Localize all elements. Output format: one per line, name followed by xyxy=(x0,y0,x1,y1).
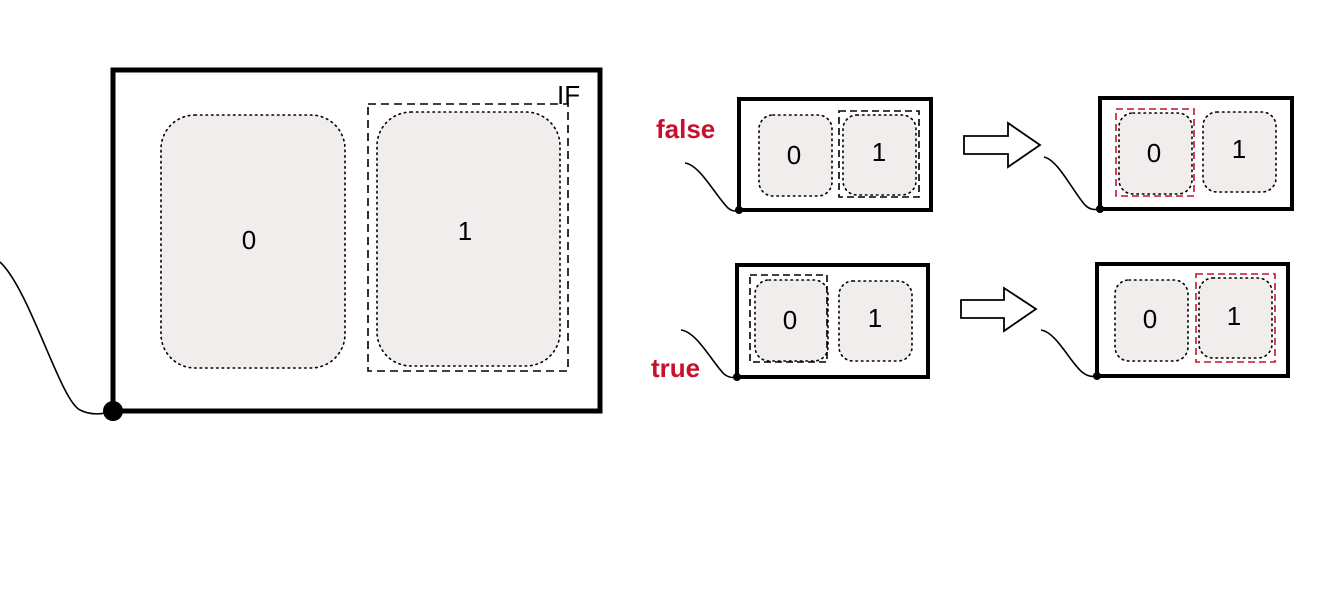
main-if-block: IF 0 1 xyxy=(0,67,603,421)
true-after-wire xyxy=(1040,329,1098,378)
false-before-slot-1 xyxy=(842,114,917,196)
main-slot-0 xyxy=(160,114,346,369)
false-before-selected-marker xyxy=(838,110,920,198)
true-before-slot-0 xyxy=(754,279,829,362)
false-after-selected-marker xyxy=(1115,108,1195,197)
right-arrow-icon xyxy=(963,121,1042,169)
main-selected-slot-marker xyxy=(367,103,569,372)
true-case-row: true 0 1 0 1 xyxy=(651,262,1290,383)
false-before-slot-0-label: 0 xyxy=(787,140,801,170)
false-after-slot-0-label: 0 xyxy=(1147,138,1161,168)
true-before-slot-1-label: 1 xyxy=(868,303,882,333)
false-after-slot-0 xyxy=(1118,112,1193,195)
false-after-slot-1-label: 1 xyxy=(1232,134,1246,164)
false-condition-label: false xyxy=(656,114,715,144)
main-slot-1 xyxy=(376,111,561,367)
false-before-slot-0 xyxy=(758,114,833,197)
main-slot-1-label: 1 xyxy=(458,216,472,246)
true-after-panel: 0 1 xyxy=(1040,262,1290,380)
main-input-wire xyxy=(0,261,114,415)
true-after-slot-1 xyxy=(1198,277,1273,359)
main-slot-0-label: 0 xyxy=(242,225,256,255)
true-after-selected-marker xyxy=(1195,273,1276,363)
true-before-slot-0-label: 0 xyxy=(783,305,797,335)
false-before-port xyxy=(735,206,743,214)
false-after-slot-1 xyxy=(1202,111,1277,193)
false-before-slot-1-label: 1 xyxy=(872,137,886,167)
false-after-panel: 0 1 xyxy=(1043,96,1294,213)
main-input-port xyxy=(103,401,123,421)
if-label: IF xyxy=(557,80,580,110)
false-case-row: false 0 1 0 1 xyxy=(656,96,1294,214)
true-before-slot-1 xyxy=(838,280,913,362)
true-after-port xyxy=(1093,372,1101,380)
false-before-wire xyxy=(684,162,740,212)
false-after-wire xyxy=(1043,156,1101,211)
false-after-port xyxy=(1096,205,1104,213)
true-condition-label: true xyxy=(651,353,700,383)
true-before-selected-marker xyxy=(749,274,828,363)
true-after-slot-1-label: 1 xyxy=(1227,301,1241,331)
false-before-panel: 0 1 xyxy=(684,97,933,214)
true-after-slot-0-label: 0 xyxy=(1143,304,1157,334)
true-before-port xyxy=(733,373,741,381)
true-after-slot-0 xyxy=(1114,279,1189,362)
true-before-panel: 0 1 xyxy=(680,263,930,381)
right-arrow-icon xyxy=(960,286,1038,333)
